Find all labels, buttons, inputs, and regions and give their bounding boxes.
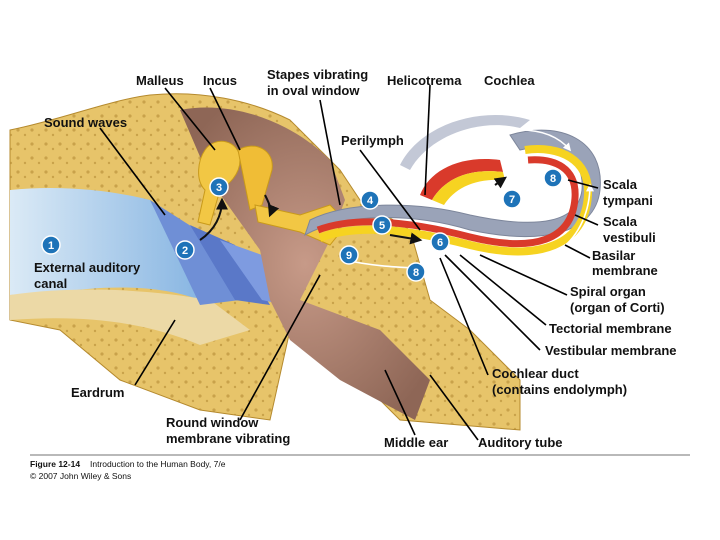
step-8-upper-number: 8 [550,173,556,185]
label-basilar-line1: Basilar [592,248,635,263]
label-eardrum: Eardrum [71,385,124,400]
leader-lines [99,84,599,441]
step-8-lower: 8 [406,262,426,282]
label-malleus: Malleus [136,73,184,88]
label-cochlea: Cochlea [484,73,535,88]
label-sound-waves: Sound waves [44,115,127,130]
label-cochlear-duct-line1: Cochlear duct [492,366,579,381]
label-stapes-line2: in oval window [267,83,360,98]
incus-bone [237,145,273,211]
step-5-number: 5 [379,220,385,232]
step-9: 9 [339,245,359,265]
step-9-number: 9 [346,250,352,262]
label-basilar-line2: membrane [592,263,658,278]
cochlea-upper-channel [400,115,530,170]
label-scala-vestibuli-line2: vestibuli [603,230,656,245]
label-scala-vestibuli-line1: Scala [603,214,638,229]
label-scala-tympani-line2: tympani [603,193,653,208]
cochlea-tube [304,129,601,238]
label-tectorial-membrane: Tectorial membrane [549,321,672,336]
step-1-number: 1 [48,240,54,252]
label-incus: Incus [203,73,237,88]
label-round-window-line2: membrane vibrating [166,431,290,446]
step-1: 1 [41,235,61,255]
step-2-number: 2 [182,245,188,257]
label-external-canal-line2: canal [34,276,67,291]
vibration-path-arrows [199,176,507,245]
step-8-lower-number: 8 [413,267,419,279]
step-6-number: 6 [437,237,443,249]
caption-figure: Figure 12-14 [30,459,80,469]
label-helicotrema: Helicotrema [387,73,462,88]
label-cochlear-duct-line2: (contains endolymph) [492,382,627,397]
step-8-upper: 8 [543,168,563,188]
step-4-number: 4 [367,195,374,207]
label-spiral-organ-line1: Spiral organ [570,284,646,299]
step-4: 4 [360,190,380,210]
label-stapes-line1: Stapes vibrating [267,67,368,82]
step-7: 7 [502,189,522,209]
label-vestibular-membrane: Vestibular membrane [545,343,677,358]
label-spiral-organ-line2: (organ of Corti) [570,300,665,315]
helicotrema-yellow [432,171,505,205]
step-5: 5 [372,215,392,235]
label-auditory-tube: Auditory tube [478,435,563,450]
label-round-window-line1: Round window [166,415,259,430]
helicotrema-loop [420,159,503,200]
label-external-canal-line1: External auditory [34,260,141,275]
label-scala-tympani-line1: Scala [603,177,638,192]
label-perilymph: Perilymph [341,133,404,148]
step-2: 2 [175,240,195,260]
canal-wall-lower [10,289,250,345]
caption-title: Introduction to the Human Body, 7/e [90,459,226,469]
step-7-number: 7 [509,194,515,206]
step-3-number: 3 [216,182,222,194]
step-3: 3 [209,177,229,197]
middle-ear-cavity [180,107,430,420]
label-middle-ear: Middle ear [384,435,448,450]
caption-copyright: © 2007 John Wiley & Sons [30,471,131,481]
step-6: 6 [430,232,450,252]
